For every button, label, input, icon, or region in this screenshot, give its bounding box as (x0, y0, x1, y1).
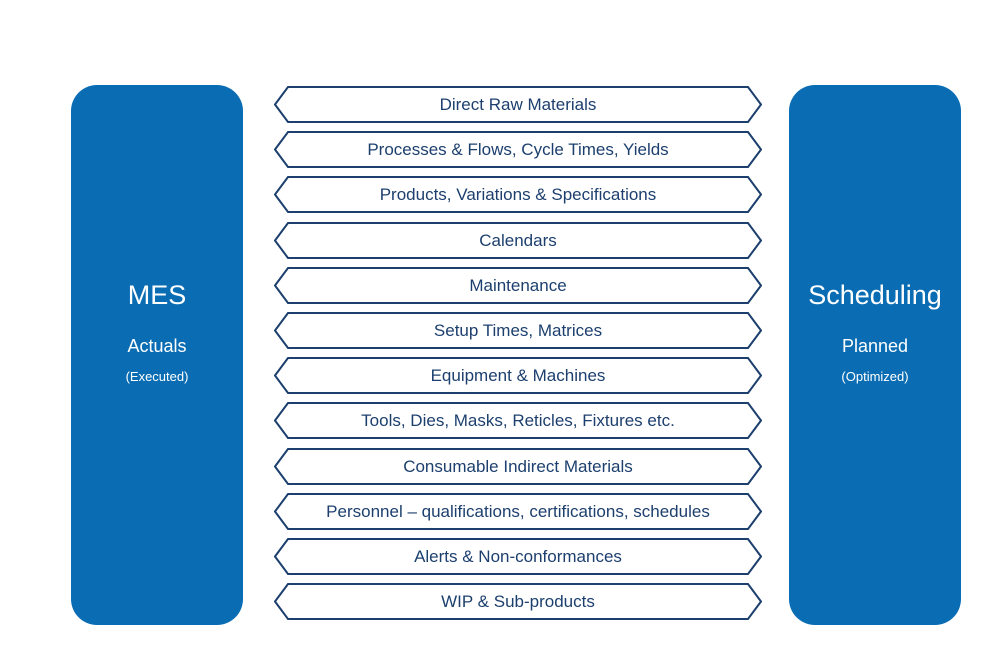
flow-arrow: Setup Times, Matrices (274, 312, 762, 349)
flow-arrow-label: Maintenance (469, 276, 567, 295)
flow-arrow-label: Processes & Flows, Cycle Times, Yields (367, 140, 669, 159)
double-arrow-shape (274, 131, 762, 168)
double-arrow-shape (274, 86, 762, 123)
flow-arrow-label: Equipment & Machines (430, 366, 606, 385)
mes-subtitle: Actuals (127, 336, 187, 356)
scheduling-note: (Optimized) (841, 369, 909, 384)
flow-arrow: Products, Variations & Specifications (274, 176, 762, 213)
flow-arrow-label: Products, Variations & Specifications (379, 185, 657, 204)
flow-arrow-label: WIP & Sub-products (441, 592, 595, 611)
flow-arrow-label: Calendars (479, 231, 557, 250)
flow-arrow: Direct Raw Materials (274, 86, 762, 123)
mes-note: (Executed) (125, 369, 189, 384)
flow-arrow-label: Alerts & Non-conformances (414, 547, 622, 566)
double-arrow-shape (274, 357, 762, 394)
double-arrow-shape (274, 222, 762, 259)
flow-arrow: Maintenance (274, 267, 762, 304)
mes-panel: MES Actuals (Executed) (71, 85, 243, 625)
flow-arrow-label: Tools, Dies, Masks, Reticles, Fixtures e… (361, 411, 675, 430)
double-arrow-shape (274, 583, 762, 620)
double-arrow-shape (274, 402, 762, 439)
mes-title: MES (127, 280, 187, 310)
scheduling-title: Scheduling (808, 280, 942, 310)
flow-arrow-label: Consumable Indirect Materials (403, 457, 633, 476)
double-arrow-shape (274, 448, 762, 485)
flow-arrow: Tools, Dies, Masks, Reticles, Fixtures e… (274, 402, 762, 439)
double-arrow-shape (274, 267, 762, 304)
double-arrow-shape (274, 493, 762, 530)
flow-arrow: Consumable Indirect Materials (274, 448, 762, 485)
flow-arrow: Processes & Flows, Cycle Times, Yields (274, 131, 762, 168)
flow-arrow: WIP & Sub-products (274, 583, 762, 620)
flow-arrow-label: Personnel – qualifications, certificatio… (326, 502, 710, 521)
double-arrow-shape (274, 176, 762, 213)
flow-arrow: Equipment & Machines (274, 357, 762, 394)
flow-arrow-label: Direct Raw Materials (439, 95, 597, 114)
flow-arrow: Calendars (274, 222, 762, 259)
flow-arrow: Alerts & Non-conformances (274, 538, 762, 575)
flow-arrow: Personnel – qualifications, certificatio… (274, 493, 762, 530)
double-arrow-shape (274, 312, 762, 349)
flow-arrow-label: Setup Times, Matrices (433, 321, 603, 340)
scheduling-subtitle: Planned (841, 336, 909, 356)
double-arrow-shape (274, 538, 762, 575)
scheduling-panel: Scheduling Planned (Optimized) (789, 85, 961, 625)
